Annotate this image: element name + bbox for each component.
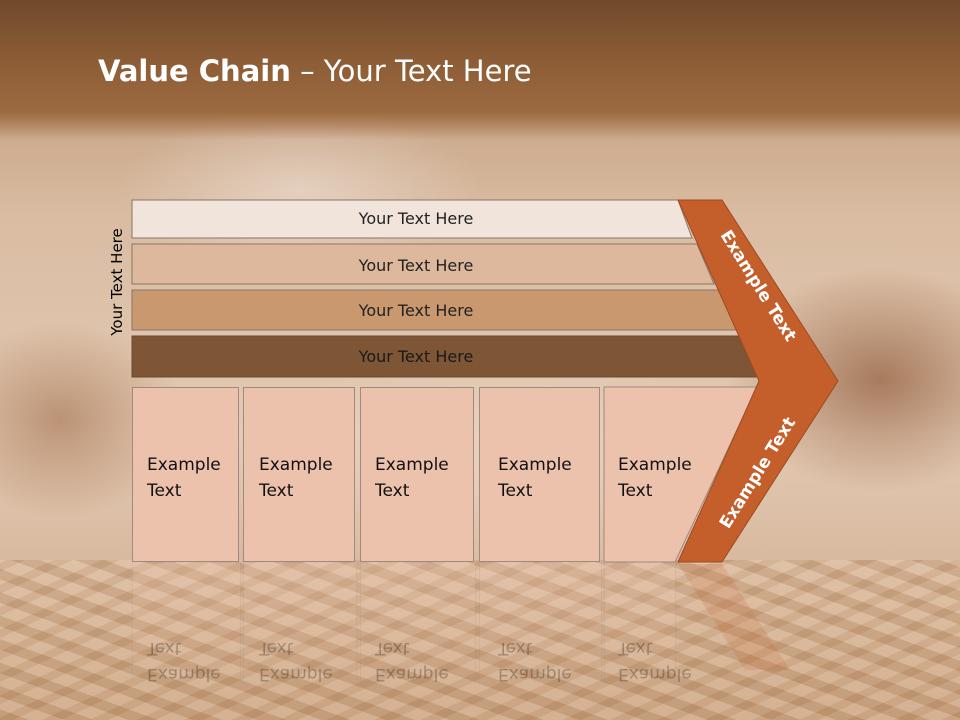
activity-text-5-line2: Text [618, 481, 653, 501]
activity-text-2-line2: Text [259, 481, 294, 501]
slide-title-rest: – Your Text Here [290, 54, 532, 88]
chevron-arrow[interactable] [677, 199, 839, 563]
last-box-shape[interactable] [603, 386, 758, 563]
activity-box-3[interactable] [360, 387, 474, 562]
chevron-reflection [678, 564, 790, 670]
slide-title[interactable]: Value Chain – Your Text Here [98, 54, 532, 94]
row-label-3: Your Text Here [358, 301, 474, 320]
activity-box-4[interactable] [479, 387, 600, 562]
row-shape-1[interactable] [131, 199, 693, 239]
activity-text-3-line1: Example [375, 455, 449, 475]
background-basket-weave [0, 560, 960, 720]
activity-text-1-line2: Text [147, 481, 182, 501]
activity-text-4-line1: Example [498, 455, 572, 475]
row-label-4: Your Text Here [358, 347, 474, 366]
row-shape-2[interactable] [131, 243, 715, 285]
row-label-2: Your Text Here [358, 256, 474, 275]
activity-text-1-line1: Example [147, 455, 221, 475]
slide-title-bold: Value Chain [98, 54, 291, 88]
activity-box-1[interactable] [132, 387, 239, 562]
title-banner [0, 0, 960, 140]
activity-text-5-line1: Example [618, 455, 692, 475]
activity-text-2-line1: Example [259, 455, 333, 475]
activity-box-2[interactable] [243, 387, 355, 562]
row-label-1: Your Text Here [358, 209, 474, 228]
activity-text-3-line2: Text [375, 481, 410, 501]
activity-text-4-line2: Text [498, 481, 533, 501]
